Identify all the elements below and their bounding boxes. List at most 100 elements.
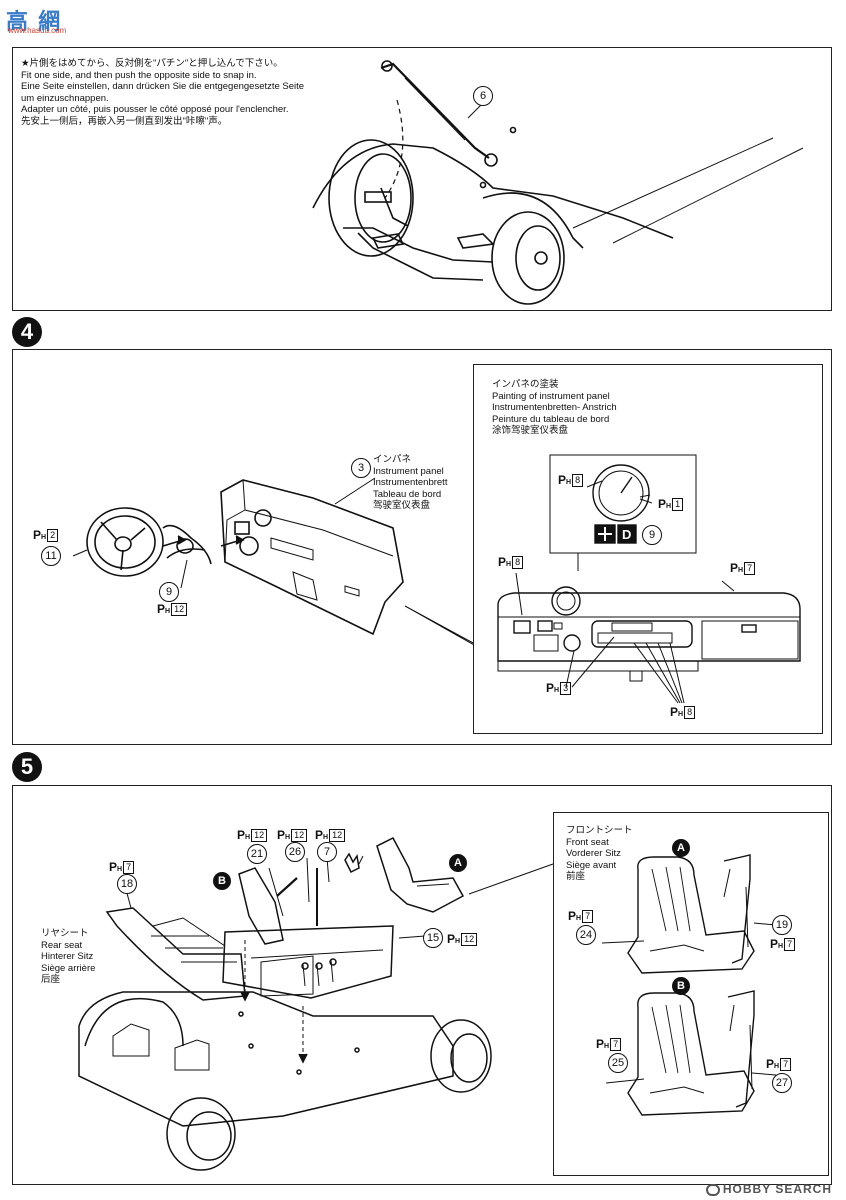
panel-step-4: 3 インパネ Instrument panel Instrumentenbret…: [12, 349, 832, 745]
part-21-callout: 21: [247, 844, 267, 864]
hobby-search-watermark: HOBBY SEARCH: [705, 1182, 832, 1196]
part-3-label: インパネ Instrument panel Instrumentenbrett …: [373, 454, 447, 512]
front-seat-label-fr: Siège avant: [566, 859, 617, 871]
paint-ph-sub: H: [604, 1043, 610, 1050]
paint-ph-sub: H: [666, 503, 672, 510]
paint-ph-label: P: [596, 1037, 605, 1051]
logo-url: www.hasuu.com: [8, 26, 67, 35]
snap-note-ja: ★片側をはめてから、反対側を"パチン"と押し込んで下さい。: [21, 58, 283, 69]
paint-number: 8: [684, 706, 696, 719]
front-seat-label-de: Vorderer Sitz: [566, 848, 621, 859]
paint-number: 2: [47, 529, 59, 542]
panel-step-5: リヤシート Rear seat Hinterer Sitz Siège arri…: [12, 785, 832, 1185]
paint-number: 7: [123, 861, 135, 874]
paint-ph-label: P: [109, 860, 118, 874]
paint-number: 8: [572, 474, 584, 487]
paint-ph-sub: H: [738, 567, 744, 574]
paint-ph-label: P: [658, 497, 667, 511]
paint-ph-label: P: [670, 705, 679, 719]
paint-ph-sub: H: [323, 834, 329, 841]
paint-number: 12: [251, 829, 268, 842]
paint-ph-label: P: [237, 828, 246, 842]
paint-ph-sub: H: [566, 479, 572, 486]
step-5-number: 5: [12, 752, 42, 782]
paint-number: 8: [512, 556, 524, 569]
paint-number: 7: [784, 938, 796, 951]
paint-ph-label: P: [33, 528, 42, 542]
paint-number: 7: [780, 1058, 792, 1071]
snap-note-de-1: Eine Seite einstellen, dann drücken Sie …: [21, 81, 305, 92]
paint-number: 1: [672, 498, 684, 511]
instrument-panel-painting-inset: インパネの塗装 Painting of instrument panel Ins…: [473, 364, 823, 734]
rear-seat-label: リヤシート Rear seat Hinterer Sitz Siège arri…: [41, 928, 95, 986]
paint-ph-sub: H: [678, 711, 684, 718]
paint-number: 7: [610, 1038, 622, 1051]
paint-ph-sub: H: [554, 687, 560, 694]
paint-number: 12: [329, 829, 346, 842]
inset-title-de: Instrumentenbretten- Anstrich: [492, 402, 617, 413]
paint-ph-label: P: [730, 561, 739, 575]
paint-ph-label: P: [498, 555, 507, 569]
part-11-callout: 11: [41, 546, 61, 566]
rear-seat-label-ja: リヤシート: [41, 928, 89, 939]
rear-seat-label-fr: Siège arrière: [41, 962, 96, 974]
logo-text: 高 網: [6, 9, 63, 34]
inset-title-en: Painting of instrument panel: [492, 390, 610, 402]
paint-ph-sub: H: [117, 866, 123, 873]
part-19-callout: 19: [772, 915, 792, 935]
snap-note-zh: 先安上一侧后，再嵌入另一侧直到发出"咔嚓"声。: [21, 115, 228, 127]
paint-number: 3: [560, 682, 572, 695]
inset-title-fr: Peinture du tableau de bord: [492, 413, 610, 425]
part-3-label-zh: 驾驶室仪表盘: [373, 500, 431, 511]
seat-b-marker-inset: B: [672, 977, 690, 995]
step-4-drawing: [72, 477, 484, 651]
part-26-callout: 26: [285, 842, 305, 862]
part-24-callout: 24: [576, 925, 596, 945]
paint-ph-label: P: [277, 828, 286, 842]
inset-title: インパネの塗装 Painting of instrument panel Ins…: [492, 379, 617, 437]
paint-number: 7: [744, 562, 756, 575]
seat-a-marker-inset: A: [672, 839, 690, 857]
seat-a-marker: A: [449, 854, 467, 872]
site-logo: 高 網 www.hasuu.com: [6, 4, 76, 38]
inset-drawing: D: [497, 454, 801, 704]
paint-ph-sub: H: [455, 938, 461, 945]
snap-note: ★片側をはめてから、反対側を"パチン"と押し込んで下さい。 Fit one si…: [21, 58, 304, 127]
part-3-callout: 3: [351, 458, 371, 478]
front-seat-label: フロントシート Front seat Vorderer Sitz Siège a…: [566, 825, 633, 883]
front-seat-label-en: Front seat: [566, 836, 609, 848]
rear-seat-label-zh: 后座: [41, 974, 61, 985]
step-4-number: 4: [12, 317, 42, 347]
paint-ph-sub: H: [774, 1063, 780, 1070]
paint-ph-label: P: [546, 681, 555, 695]
paint-ph-label: P: [447, 932, 456, 946]
paint-ph-sub: H: [576, 915, 582, 922]
rear-seat-label-en: Rear seat: [41, 939, 83, 951]
paint-ph-sub: H: [506, 561, 512, 568]
part-3-label-en: Instrument panel: [373, 465, 444, 477]
paint-number: 7: [582, 910, 594, 923]
step-5-drawing: [78, 837, 554, 1171]
watermark-logo-icon: [705, 1184, 720, 1196]
part-18-callout: 18: [117, 874, 137, 894]
part-25-callout: 25: [608, 1053, 628, 1073]
paint-ph-label: P: [315, 828, 324, 842]
paint-number: 12: [171, 603, 188, 616]
snap-note-de-2: um einzuschnappen.: [21, 92, 109, 104]
inset-title-ja: インパネの塗装: [492, 379, 559, 390]
front-suspension-drawing: [312, 60, 804, 305]
